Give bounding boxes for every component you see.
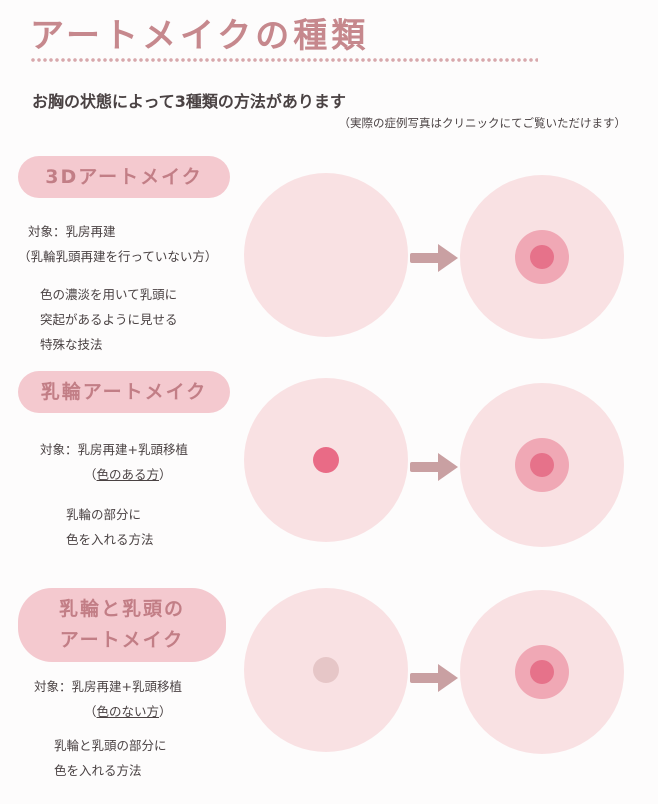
section-3-title: 乳輪と乳頭の アートメイク [18,588,226,662]
page-title: アートメイクの種類 [30,16,370,56]
section-2-description: 乳輪の部分に 色を入れる方法 [66,507,154,547]
section-2-target: 対象：乳房再建+乳頭移植 [40,442,188,457]
nipple-mark [530,660,554,684]
photo-note: （実際の症例写真はクリニックにてご覧いただけます） [338,116,627,130]
nipple-mark [530,245,554,269]
section-2-before-illustration [244,378,408,542]
section-1-target-label: 対象：乳房再建 [28,224,116,239]
section-1-before-illustration [244,173,408,337]
nipple-mark [530,453,554,477]
section-2-arrow-right-icon [410,453,458,481]
section-3-after-illustration [460,590,624,754]
section-1-after-illustration [460,175,624,339]
section-3-arrow-right-icon [410,664,458,692]
section-1-arrow-right-icon [410,244,458,272]
section-1-target: 対象：乳房再建 [28,219,116,244]
section-2-target-sub: （色のある方） [84,467,172,482]
section-3-target-sub: （色のない方） [84,704,172,719]
section-1-description: 色の濃淡を用いて乳頭に 突起があるように見せる 特殊な技法 [40,287,178,352]
dotted-divider [30,58,538,62]
nipple-mark [313,447,339,473]
section-3-target: 対象：乳房再建+乳頭移植 [34,679,182,694]
section-2-after-illustration [460,383,624,547]
section-3-description: 乳輪と乳頭の部分に 色を入れる方法 [54,738,167,778]
section-1-target-sub: （乳輪乳頭再建を行っていない方） [18,249,218,264]
section-2-title: 乳輪アートメイク [18,371,230,413]
lead-text: お胸の状態によって3種類の方法があります [32,92,346,111]
section-3-before-illustration [244,588,408,752]
nipple-mark [313,657,339,683]
section-1-title: 3Dアートメイク [18,156,230,198]
